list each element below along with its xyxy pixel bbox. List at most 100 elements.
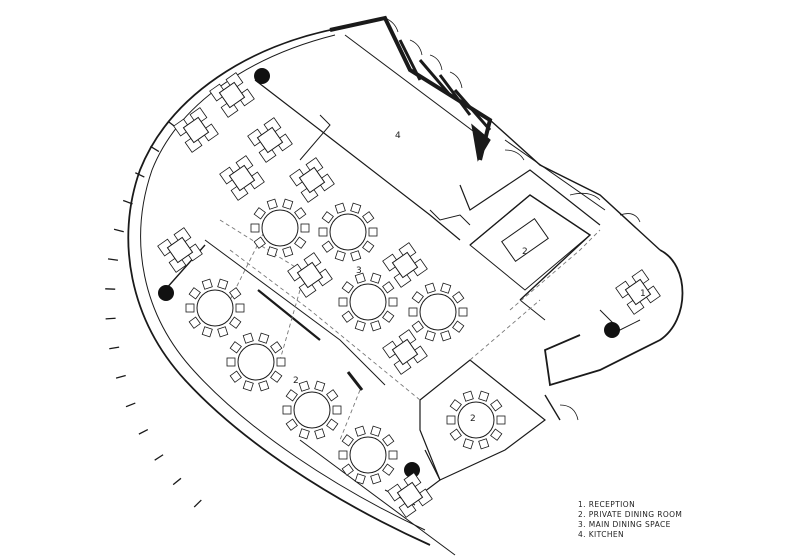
chair <box>462 390 474 402</box>
room-number-reception: 1 <box>640 289 646 299</box>
room-number-private-dining-upper: 2 <box>522 247 528 257</box>
chair <box>282 198 294 210</box>
chair <box>201 278 213 290</box>
table-top <box>237 343 275 381</box>
chair <box>350 202 362 214</box>
chair <box>229 341 242 354</box>
table-top <box>166 236 194 264</box>
chair <box>266 246 278 258</box>
table-top <box>218 81 246 109</box>
louver-fin <box>125 402 136 408</box>
chair <box>242 380 254 392</box>
chair <box>354 272 366 284</box>
round-tables <box>185 198 506 485</box>
square-tables <box>157 72 661 518</box>
louver-fin <box>115 374 126 379</box>
chair <box>449 428 462 441</box>
chair <box>270 370 283 383</box>
chair <box>440 282 452 294</box>
table-top <box>457 401 495 439</box>
square-table <box>289 157 335 203</box>
chair <box>282 405 292 415</box>
table-top <box>256 126 284 154</box>
chair <box>258 380 270 392</box>
chair <box>242 332 254 344</box>
chair <box>321 240 334 253</box>
table-top <box>391 338 419 366</box>
chair <box>440 330 452 342</box>
table-top <box>196 289 234 327</box>
table-top <box>293 391 331 429</box>
square-table <box>219 155 265 201</box>
table-top <box>329 213 367 251</box>
chair <box>424 282 436 294</box>
room-number-private-dining-left: 2 <box>293 376 299 386</box>
chair <box>318 227 328 237</box>
louver-fin <box>193 499 202 508</box>
square-table <box>209 72 255 118</box>
chair <box>334 202 346 214</box>
chair <box>350 250 362 262</box>
square-table <box>615 269 661 315</box>
chair <box>388 297 398 307</box>
table-top <box>298 166 326 194</box>
inner-facade-wall <box>140 34 426 531</box>
louver-fin <box>135 172 145 178</box>
legend-item-kitchen: 4. KITCHEN <box>578 530 625 539</box>
chair <box>270 341 283 354</box>
square-table <box>287 252 333 298</box>
louver-fin <box>172 477 182 486</box>
room-number-main-dining: 3 <box>356 266 362 276</box>
round-table <box>318 202 378 262</box>
table-top <box>349 436 387 474</box>
chair <box>370 272 382 284</box>
legend-item-private-dining: 2. PRIVATE DINING ROOM <box>578 510 683 519</box>
chair <box>321 211 334 224</box>
chair <box>188 287 201 300</box>
chair <box>354 473 366 485</box>
chair <box>285 389 298 402</box>
round-table <box>185 278 245 338</box>
chair <box>341 463 354 476</box>
chair <box>314 380 326 392</box>
plan-legend: 1. RECEPTION 2. PRIVATE DINING ROOM 3. M… <box>578 500 682 540</box>
column <box>404 462 420 478</box>
room-number-private-dining-lower: 2 <box>470 414 476 424</box>
table-top <box>261 209 299 247</box>
private-dining-room-upper <box>469 194 591 291</box>
chair <box>326 389 339 402</box>
chair <box>478 390 490 402</box>
chair <box>382 281 395 294</box>
chair <box>341 434 354 447</box>
chair <box>452 291 465 304</box>
chair <box>408 307 418 317</box>
service-walls <box>459 119 684 421</box>
square-table <box>157 227 203 273</box>
chair <box>354 425 366 437</box>
chair <box>382 434 395 447</box>
column <box>604 322 620 338</box>
square-table <box>382 242 428 288</box>
chair <box>253 207 266 220</box>
table-top <box>391 251 419 279</box>
chair <box>354 320 366 332</box>
chair <box>382 463 395 476</box>
chair <box>341 281 354 294</box>
chair <box>282 246 294 258</box>
chair <box>226 357 236 367</box>
legend-item-reception: 1. RECEPTION <box>578 500 636 509</box>
table-top <box>624 278 652 306</box>
table-top <box>419 293 457 331</box>
table-top <box>296 261 324 289</box>
column <box>254 68 270 84</box>
chair <box>362 211 375 224</box>
chair <box>285 418 298 431</box>
chair <box>411 291 424 304</box>
round-table <box>282 380 342 440</box>
chair <box>235 303 245 313</box>
chair <box>253 236 266 249</box>
louver-fin <box>113 228 124 233</box>
chair <box>294 236 307 249</box>
chair <box>338 450 348 460</box>
